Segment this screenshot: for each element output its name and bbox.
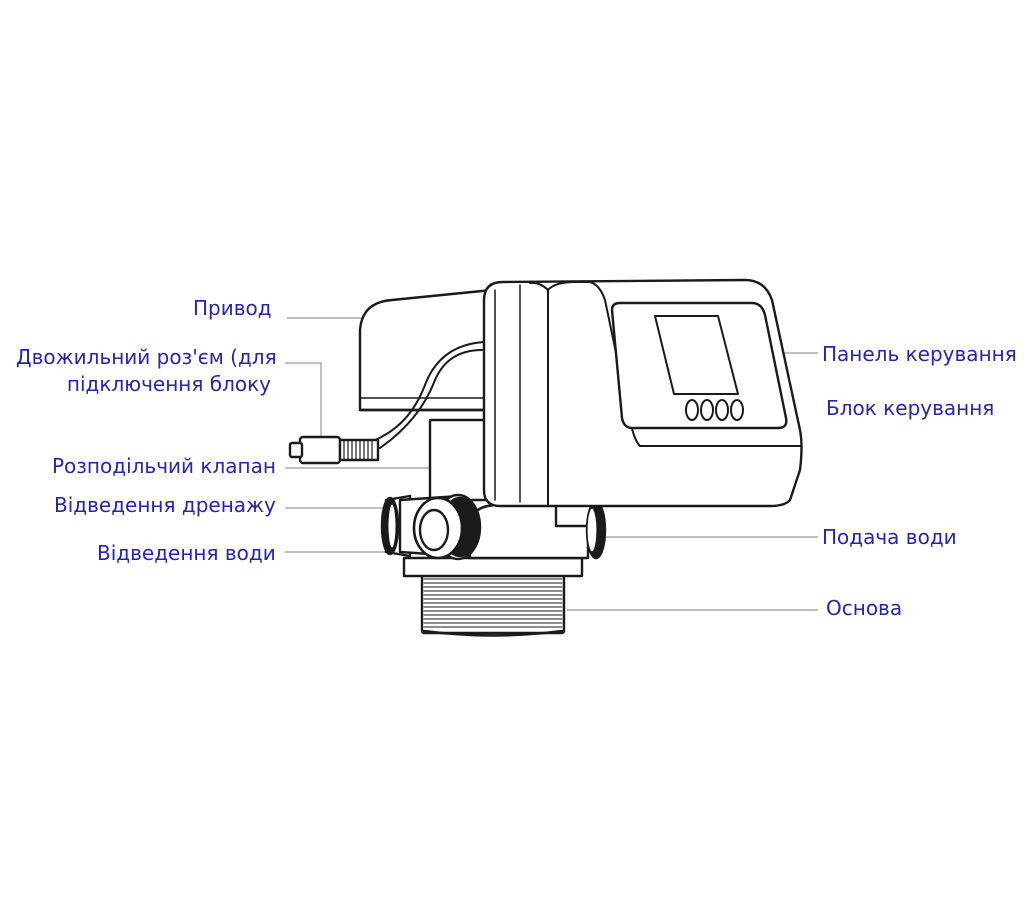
connector-plug <box>288 435 380 465</box>
actuator-housing <box>358 288 494 412</box>
distribution-valve-column <box>428 418 492 502</box>
display-screen <box>654 315 739 395</box>
label-base: Основа <box>826 596 903 620</box>
label-water-inlet: Подача води <box>822 525 957 549</box>
label-control-panel: Панель керування <box>822 342 1017 366</box>
label-distribution-valve: Розподільчий клапан <box>52 454 276 478</box>
label-water-outlet: Відведення води <box>97 541 276 565</box>
label-connector-line2: підключення блоку <box>66 372 271 396</box>
label-connector-line1: Двожильний роз'єм (для <box>16 345 277 369</box>
label-actuator: Привод <box>193 296 272 320</box>
label-drain-outlet: Відведення дренажу <box>54 493 276 517</box>
control-buttons <box>685 399 744 421</box>
leader-line-connector <box>285 362 335 443</box>
threaded-base <box>420 573 566 637</box>
connector-cable <box>374 341 485 449</box>
outlet-port <box>380 493 482 561</box>
valve-illustration <box>288 278 803 637</box>
label-connector: Двожильний роз'єм (для підключення блоку <box>16 344 277 398</box>
label-control-unit: Блок керування <box>826 396 995 420</box>
base-flange <box>402 556 584 578</box>
